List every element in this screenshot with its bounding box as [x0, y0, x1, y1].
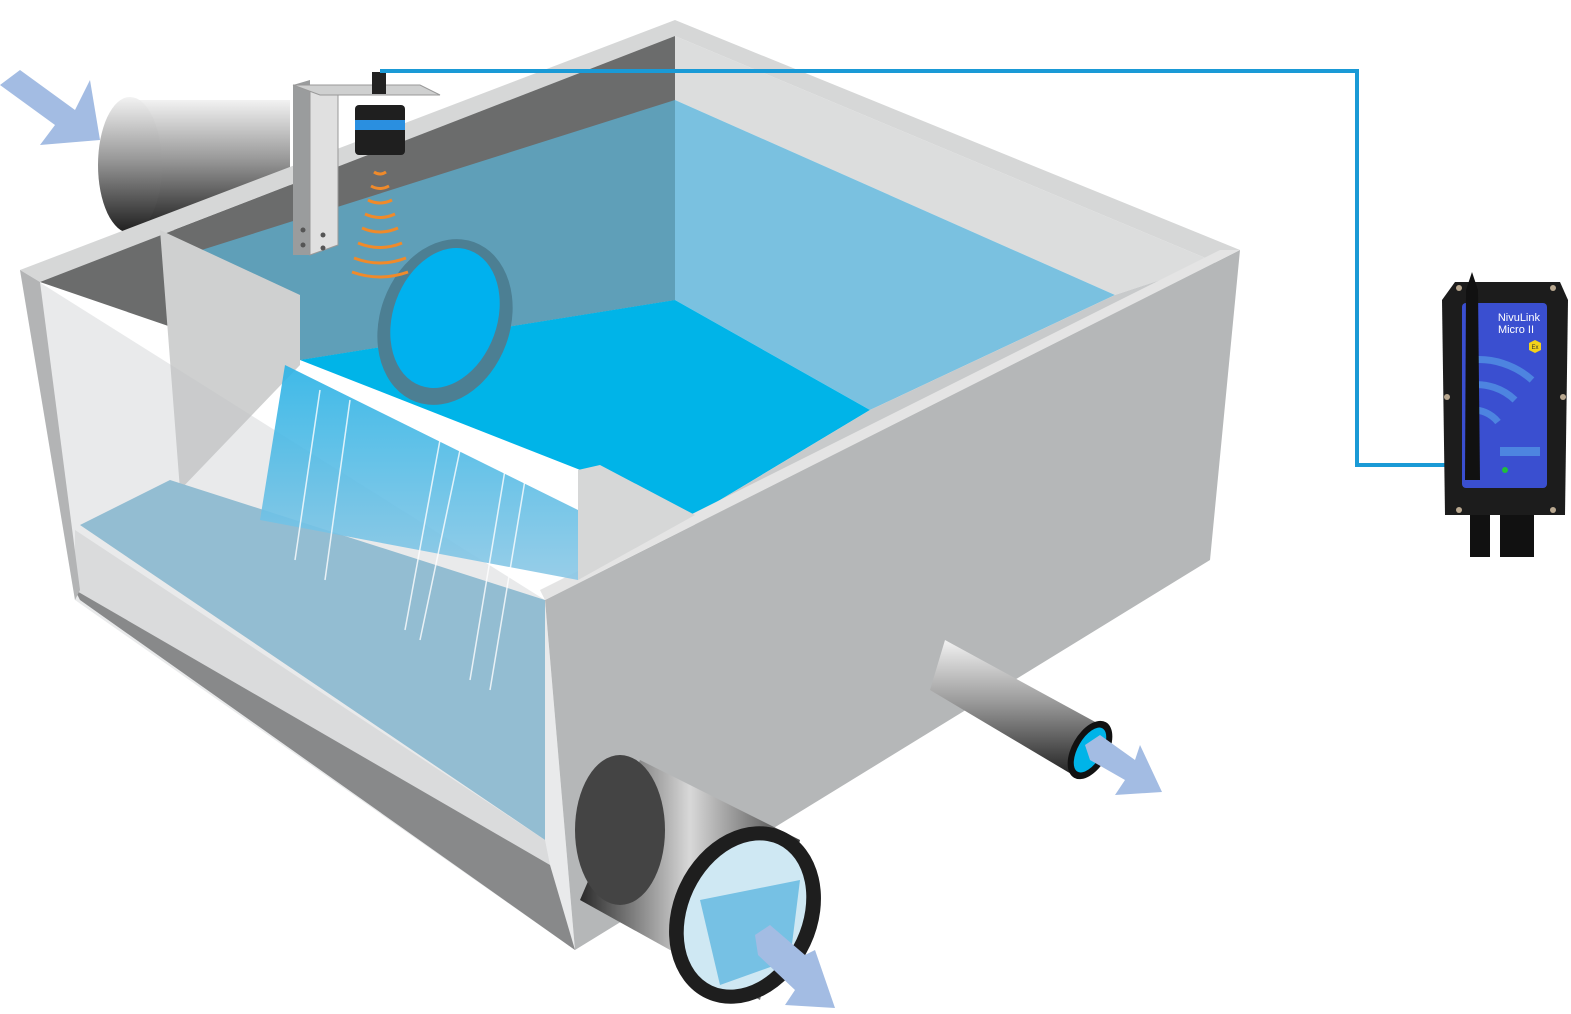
outlet-pipe-large — [575, 755, 821, 1004]
outlet-flow-arrow-large — [755, 925, 835, 1008]
outlet-flow-arrow-small — [1085, 735, 1162, 795]
weir-overflow — [260, 365, 578, 580]
device-name-line2: Micro II — [1498, 324, 1534, 336]
ultrasonic-sensor — [292, 72, 441, 279]
status-led — [1502, 467, 1508, 473]
device-name-line1: NivuLink — [1498, 312, 1541, 324]
ex-certification-icon: Ex — [1529, 340, 1541, 353]
tank — [20, 20, 1240, 950]
inlet-flow-arrow — [0, 70, 100, 145]
nivus-logo — [1500, 447, 1540, 456]
signal-cable — [380, 69, 1445, 467]
nivulink-micro-device: NivuLink Micro II Ex — [1442, 272, 1568, 557]
svg-text:Ex: Ex — [1531, 345, 1538, 351]
sensor-waves — [351, 170, 409, 279]
